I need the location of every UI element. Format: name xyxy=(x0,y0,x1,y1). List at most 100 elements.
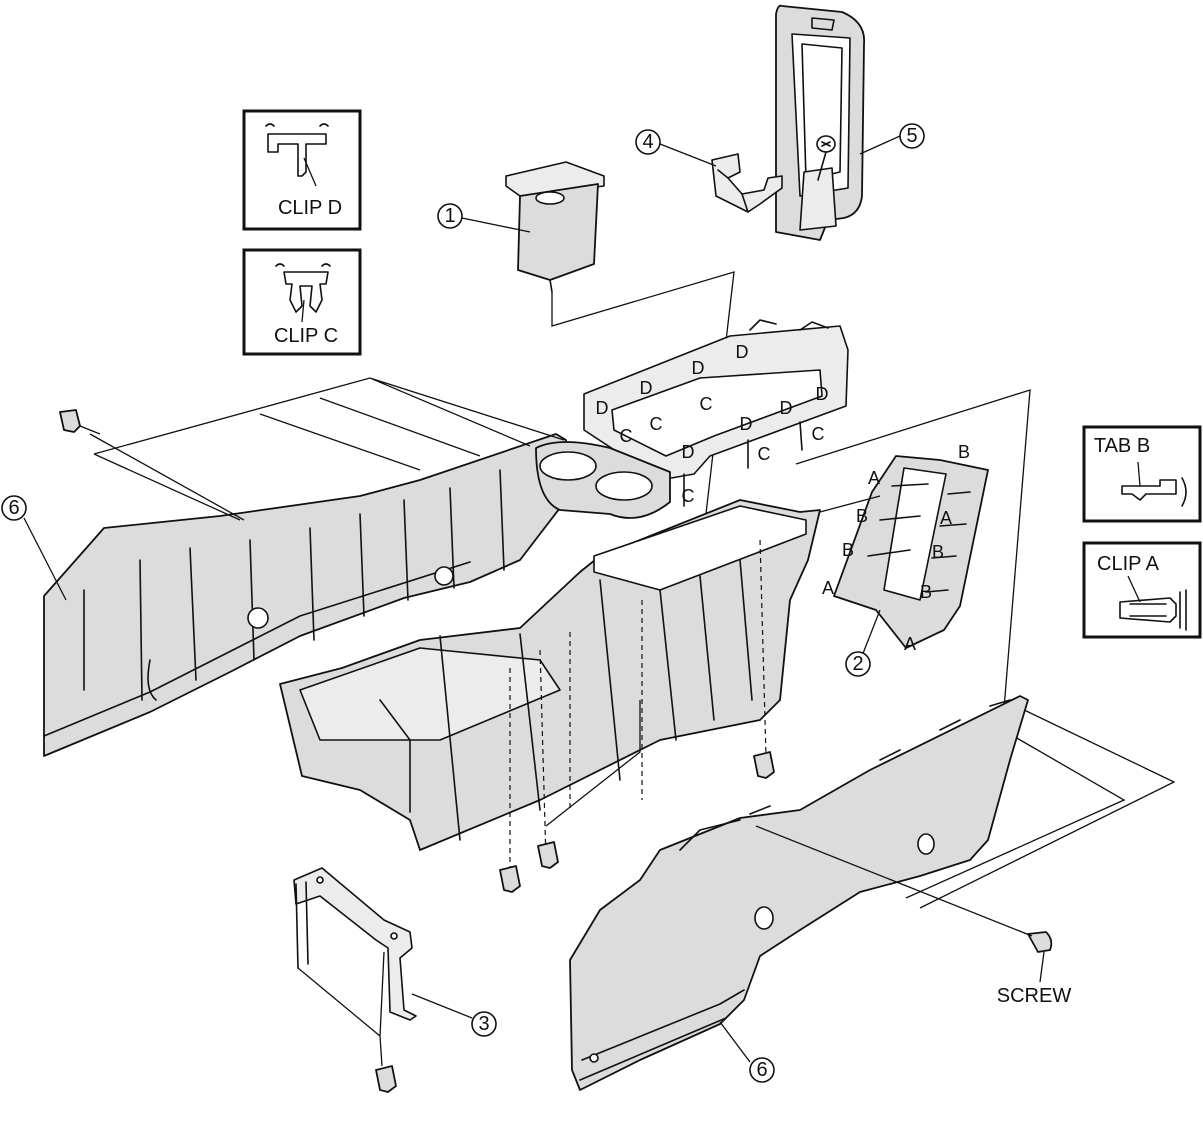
letter-a-1: A xyxy=(868,468,880,488)
letter-a-2: A xyxy=(940,508,952,528)
tab-b-shape xyxy=(1121,479,1177,501)
callout-2-number: 2 xyxy=(852,653,863,675)
left-guide-lines xyxy=(89,377,565,521)
callout-4-leader xyxy=(659,143,717,167)
push-clip-2 xyxy=(537,841,559,869)
cup-hole-2 xyxy=(595,471,653,501)
clip-d-label: CLIP D xyxy=(278,197,342,219)
console-ribs xyxy=(439,559,753,841)
clip-a-shape xyxy=(1119,597,1177,623)
bracket-part-3 xyxy=(293,867,417,1021)
left-side-panel-part-6 xyxy=(43,433,567,757)
letter-b-1: B xyxy=(958,442,970,462)
side-trim-tabs xyxy=(867,483,971,593)
console-rear-tabs xyxy=(749,319,829,331)
letter-a-3: A xyxy=(822,578,834,598)
bracket-part-4 xyxy=(711,153,783,213)
letter-c-3: C xyxy=(620,426,633,446)
letter-d-7: D xyxy=(740,414,753,434)
armrest-lid-inner xyxy=(791,33,851,197)
left-panel-ribs xyxy=(83,469,505,701)
callout-2-leader xyxy=(861,609,881,657)
armrest-lid-latch xyxy=(811,17,835,31)
letter-d-8: D xyxy=(682,442,695,462)
bracket-3-leg xyxy=(295,881,309,969)
letter-c-6: C xyxy=(682,486,695,506)
console-main-body xyxy=(279,499,821,851)
console-tray-opening xyxy=(611,369,823,457)
callout-4-circle xyxy=(635,129,661,155)
left-panel-hole-2 xyxy=(434,566,454,586)
console-top-tray xyxy=(535,319,849,519)
cup-hole-1 xyxy=(539,451,597,481)
letter-d-1: D xyxy=(736,342,749,362)
callout-6-right-circle xyxy=(749,1057,775,1083)
callout-6-right-number: 6 xyxy=(756,1059,767,1081)
bracket-3-leaders xyxy=(297,951,473,1067)
side-trim-letters: B A B A B B A B A xyxy=(822,442,970,654)
left-panel-hole-1 xyxy=(247,607,269,629)
clip-c-inset: CLIP C xyxy=(242,248,362,356)
callout-6-left-leader xyxy=(23,517,67,601)
tab-b-frame xyxy=(1082,425,1202,523)
tray-clip-letters: D D D D C C C D D D D C C C xyxy=(596,342,829,506)
bracket-3-hole-1 xyxy=(316,876,324,884)
console-body-opening xyxy=(593,505,807,591)
callout-4: 4 xyxy=(635,129,661,155)
letter-c-5: C xyxy=(758,444,771,464)
left-panel-body xyxy=(43,433,567,757)
callout-5-circle xyxy=(899,123,925,149)
callout-2: 2 xyxy=(845,651,871,677)
bracket-3-body xyxy=(293,867,417,1021)
clip-a-leader xyxy=(1127,575,1141,603)
console-clip-legs xyxy=(683,421,803,507)
clip-d-surface-mark xyxy=(265,123,329,127)
armrest-lid-recess xyxy=(801,43,843,181)
armrest-lid-part xyxy=(775,4,865,241)
armrest-lid-hinge xyxy=(799,167,837,231)
right-guide-lines xyxy=(795,389,1176,909)
letter-b-5: B xyxy=(920,582,932,602)
callout-4-number: 4 xyxy=(642,131,653,153)
letter-c-1: C xyxy=(700,394,713,414)
push-clip-3 xyxy=(753,751,775,779)
clip-a-inset: CLIP A xyxy=(1082,541,1202,639)
screw-part: SCREW xyxy=(755,825,1072,1007)
console-lower-guide xyxy=(545,700,641,827)
bracket-3-hole-2 xyxy=(390,932,398,940)
clip-c-surface-mark xyxy=(275,263,331,267)
callout-5-number: 5 xyxy=(906,125,917,147)
letter-b-2: B xyxy=(856,506,868,526)
cup-insert-tab xyxy=(549,279,553,293)
callout-3-circle xyxy=(471,1011,497,1037)
clip-d-leader xyxy=(303,157,317,187)
callout-3: 3 xyxy=(471,1011,497,1037)
right-panel-lower-edge xyxy=(579,989,745,1081)
tab-b-label: TAB B xyxy=(1094,435,1150,457)
callout-6-left-number: 6 xyxy=(8,497,19,519)
clip-c-frame xyxy=(242,248,362,356)
side-trim-part-2 xyxy=(833,455,989,649)
bracket-4-edges xyxy=(717,169,749,213)
letter-d-4: D xyxy=(596,398,609,418)
right-panel-hole-3 xyxy=(589,1053,599,1063)
callout-3-number: 3 xyxy=(478,1013,489,1035)
side-trim-face xyxy=(883,467,947,601)
push-clip-stem xyxy=(79,425,101,435)
tab-b-inset: TAB B xyxy=(1082,425,1202,523)
screw-label: SCREW xyxy=(997,985,1072,1007)
clip-a-label: CLIP A xyxy=(1097,553,1160,575)
cup-insert-part-1 xyxy=(505,161,605,293)
lower-push-clips xyxy=(375,751,775,1093)
callout-6-left-circle xyxy=(1,495,27,521)
push-clip-head xyxy=(59,409,81,433)
clip-a-detail xyxy=(1129,589,1187,631)
letter-b-4: B xyxy=(932,542,944,562)
callout-2-circle xyxy=(845,651,871,677)
right-panel-top-tabs xyxy=(679,699,1011,851)
letter-d-5: D xyxy=(816,384,829,404)
letter-d-3: D xyxy=(640,378,653,398)
callout-5-leader xyxy=(859,135,901,155)
